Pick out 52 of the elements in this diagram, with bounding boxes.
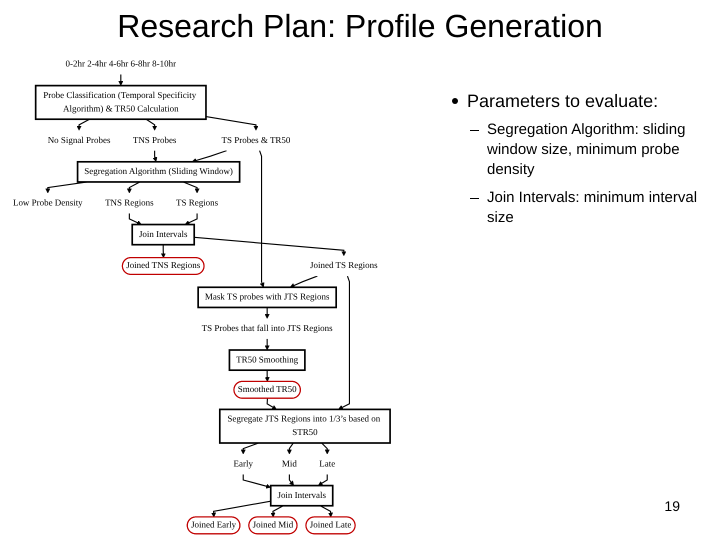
arrow	[321, 442, 330, 454]
arrow	[76, 118, 90, 131]
node-box: Join Intervals	[131, 224, 196, 246]
arrow	[264, 338, 270, 350]
arrow	[160, 244, 166, 258]
arrow	[242, 474, 271, 489]
arrow	[118, 74, 124, 86]
arrow	[194, 236, 346, 256]
node-box: Probe Classification (Temporal Specificity Algorithm) & TR50 Calculation	[34, 84, 207, 120]
arrow	[266, 398, 277, 410]
node-text: TS Probes that fall into JTS Regions	[202, 324, 333, 334]
arrow	[146, 118, 158, 131]
arrow	[290, 276, 318, 288]
arrow	[264, 307, 270, 319]
arrow	[192, 150, 227, 163]
node-text: Low Probe Density	[12, 198, 83, 208]
arrow	[320, 505, 334, 518]
bullet-text: Join Intervals: minimum interval size	[487, 188, 698, 228]
arrow	[183, 181, 200, 194]
bullet-text: Parameters to evaluate:	[467, 90, 658, 112]
node-text: Late	[319, 459, 336, 469]
arrow	[338, 276, 350, 410]
arrow	[126, 181, 140, 194]
node-box: Mask TS probes with JTS Regions	[197, 286, 337, 308]
node-text: TNS Probes	[132, 135, 176, 145]
arrow	[152, 150, 158, 162]
node-text: Mid	[282, 459, 297, 469]
arrow	[128, 213, 142, 225]
arrow	[211, 500, 271, 518]
node-box: TR50 Smoothing	[228, 349, 306, 372]
arrow	[184, 213, 198, 225]
node-box: Segregate JTS Regions into 1/3’s based on STR50	[218, 408, 391, 444]
slide-title: Research Plan: Profile Generation	[117, 7, 603, 46]
arrow	[206, 116, 258, 131]
arrow	[286, 442, 294, 454]
arrow	[264, 370, 270, 382]
node-text: Joined TS Regions	[310, 260, 378, 270]
arrow	[259, 150, 264, 288]
page-number: 19	[664, 498, 680, 514]
node-text: 0-2hr 2-4hr 4-6hr 6-8hr 8-10hr	[66, 59, 176, 69]
arrow	[288, 474, 294, 486]
node-text: No Signal Probes	[48, 135, 110, 145]
node-text: TS Regions	[176, 198, 218, 208]
arrow	[270, 505, 284, 518]
node-box: Segregation Algorithm (Sliding Window)	[76, 160, 240, 183]
arrow	[240, 442, 259, 454]
node-text: Early	[234, 459, 253, 469]
bullet-text: Segregation Algorithm: sliding window size, minimum probe density	[487, 120, 686, 180]
node-text: TS Probes & TR50	[222, 135, 290, 145]
arrow	[318, 474, 328, 486]
node-text: TNS Regions	[105, 198, 154, 208]
node-box: Join Intervals	[270, 484, 334, 507]
